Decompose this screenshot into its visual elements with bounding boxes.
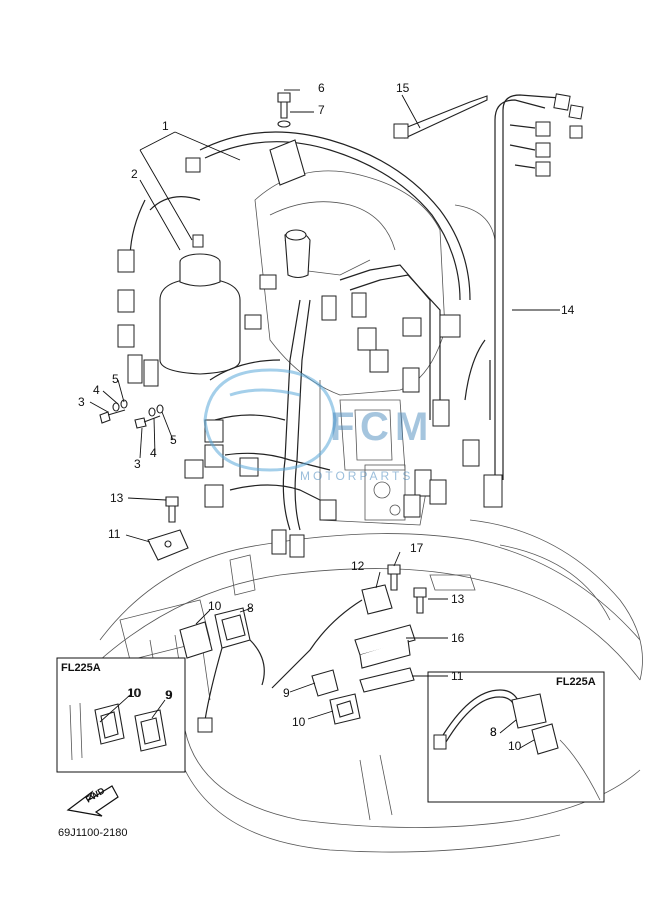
callout-1: 1 — [162, 119, 169, 133]
callout-7: 7 — [318, 103, 325, 117]
cap-9 — [311, 669, 339, 697]
callout-11: 11 — [108, 527, 121, 541]
bolt-6 — [277, 92, 291, 119]
cowl-brackets — [269, 139, 311, 279]
callout-6: 6 — [318, 81, 325, 95]
callout-4b: 4 — [150, 446, 157, 460]
inset-left-callout-9: 9 — [166, 688, 173, 702]
bracket-16 — [354, 624, 416, 669]
callout-5: 5 — [112, 372, 119, 386]
screws-left — [99, 399, 164, 429]
inset-right-title: FL225A — [556, 676, 596, 688]
callout-9: 9 — [283, 686, 290, 700]
callout-16: 16 — [451, 631, 465, 645]
grommet-10-b — [329, 693, 361, 725]
callout-11b: 11 — [451, 669, 464, 683]
washer-7 — [277, 120, 291, 128]
callout-10b: 10 — [292, 715, 306, 729]
callout-13b: 13 — [451, 592, 465, 606]
fwd-arrow-icon: FWD — [66, 785, 119, 817]
wire-harness — [462, 93, 584, 508]
watermark-text: MOTORPARTS — [300, 469, 413, 483]
bolt-13-right — [413, 587, 427, 614]
inset-right-callout-10: 10 — [508, 739, 522, 753]
bolt-17 — [387, 564, 401, 591]
callout-14: 14 — [561, 303, 575, 317]
callout-10c: 10 — [127, 686, 141, 700]
svg-text:F: F — [330, 405, 354, 449]
watermark-logo: F C M MOTORPARTS — [203, 368, 428, 483]
callout-8b: 8 — [490, 725, 497, 739]
callout-9b: 9 — [165, 688, 172, 702]
callout-8: 8 — [247, 601, 254, 615]
cable-8-left — [197, 639, 265, 733]
svg-text:C: C — [360, 405, 389, 449]
bracket-11-right — [359, 667, 415, 693]
callout-3: 3 — [78, 395, 85, 409]
callout-labels: 1 2 3 4 5 3 4 5 6 7 8 8 9 9 10 10 10 11 … — [78, 81, 575, 753]
callout-13: 13 — [110, 491, 124, 505]
callout-12: 12 — [351, 559, 365, 573]
callout-10: 10 — [208, 599, 222, 613]
callout-17: 17 — [410, 541, 424, 555]
inset-left: FL225A — [56, 657, 186, 773]
callout-2: 2 — [131, 167, 138, 181]
leader-lines — [89, 89, 560, 749]
grommet-10-a — [179, 621, 213, 659]
svg-text:M: M — [395, 405, 428, 449]
inset-right: FL225A — [427, 671, 605, 803]
drawing-code: 69J1100-2180 — [58, 827, 128, 839]
callout-3b: 3 — [134, 457, 141, 471]
callout-5b: 5 — [170, 433, 177, 447]
grommet-8 — [214, 607, 251, 649]
module-12 — [271, 584, 393, 689]
oil-tank — [159, 253, 241, 375]
inset-left-callout-10: 10 — [128, 686, 142, 700]
inset-right-callout-8: 8 — [490, 725, 497, 739]
callout-15: 15 — [396, 81, 410, 95]
cable-tie-15 — [393, 95, 488, 139]
bracket-11-left — [147, 529, 189, 561]
main-cable — [129, 131, 471, 531]
center-connectors — [321, 292, 461, 518]
inset-left-title: FL225A — [61, 662, 101, 674]
callout-4: 4 — [93, 383, 100, 397]
bolt-13-left — [165, 496, 179, 523]
